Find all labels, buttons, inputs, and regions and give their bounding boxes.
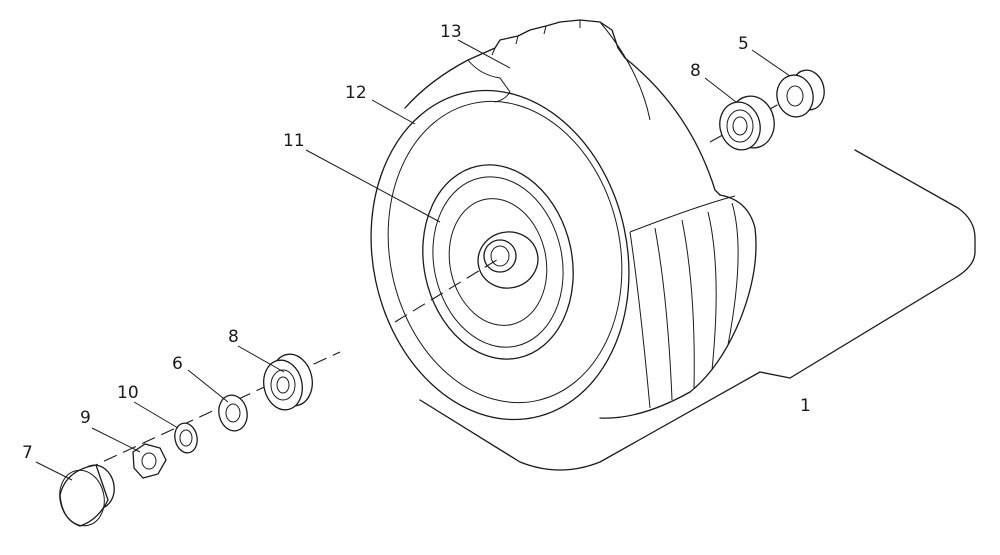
callout-1: 1 [800, 396, 811, 416]
rim [422, 164, 574, 360]
washer [218, 394, 248, 432]
callout-10: 10 [117, 383, 139, 403]
leader-lines [35, 39, 791, 481]
callout-6: 6 [172, 354, 183, 374]
callout-7: 7 [22, 443, 33, 463]
hex-nut [132, 443, 167, 479]
assembly-bracket [419, 149, 976, 471]
callout-8-bottom: 8 [228, 327, 239, 347]
hub-cap [59, 464, 115, 527]
tire [370, 19, 757, 421]
callout-9: 9 [80, 408, 91, 428]
bushing-top [776, 69, 825, 118]
bearing-bottom [263, 353, 313, 411]
callout-8-top: 8 [690, 61, 701, 81]
callout-12: 12 [345, 83, 367, 103]
spacer-ring [174, 422, 198, 454]
callout-13: 13 [440, 22, 462, 42]
bearing-top [719, 95, 775, 151]
callout-5: 5 [738, 34, 749, 54]
callout-11: 11 [283, 131, 305, 151]
